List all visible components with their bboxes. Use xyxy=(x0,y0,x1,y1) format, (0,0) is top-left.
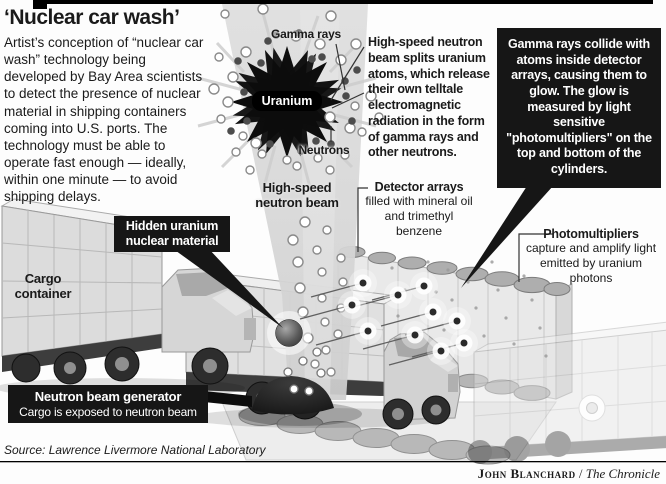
top-bar xyxy=(33,0,653,9)
credit-line: John Blanchard / The Chronicle xyxy=(478,466,660,482)
credit-publication: The Chronicle xyxy=(585,466,660,481)
hidden-uranium-callout-tail xyxy=(172,248,283,328)
photomultipliers-body: capture and amplify light emitted by ura… xyxy=(525,241,657,285)
generator-body: Cargo is exposed to neutron beam xyxy=(19,404,197,419)
neutron-generator-dome xyxy=(204,347,362,426)
page-title: ‘Nuclear car wash’ xyxy=(4,6,180,29)
credit-separator: / xyxy=(578,466,583,481)
right-truck xyxy=(468,321,666,464)
gamma-streaks xyxy=(299,269,478,366)
speech-callout-tail xyxy=(461,186,553,288)
credit-name: John Blanchard xyxy=(477,466,576,481)
beam-label: High-speed neutron beam xyxy=(255,180,339,210)
detector-arrays-callout: Detector arrays filled with mineral oil … xyxy=(362,180,476,239)
generator-title: Neutron beam generator xyxy=(34,389,182,404)
wall-speckles xyxy=(390,260,548,358)
hidden-uranium-callout: Hidden uranium nuclear material xyxy=(114,216,230,252)
uranium-sphere xyxy=(267,311,311,355)
cargo-container-label: Cargo container xyxy=(14,271,72,301)
intro-text: Artist’s conception of “nuclear car wash… xyxy=(4,35,204,205)
gamma-rays-label: Gamma rays xyxy=(270,27,342,41)
beam-splits-callout: High-speed neutron beam splits uranium a… xyxy=(368,35,490,160)
gamma-collide-callout: Gamma rays collide with atoms inside det… xyxy=(497,28,661,188)
source-line: Source: Lawrence Livermore National Labo… xyxy=(4,443,266,457)
detector-arrays-title: Detector arrays xyxy=(374,180,464,194)
photomultipliers-title: Photomultipliers xyxy=(543,227,639,241)
detector-arrays-body: filled with mineral oil and trimethyl be… xyxy=(365,194,473,238)
photomultipliers-callout: Photomultipliers capture and amplify lig… xyxy=(522,227,660,286)
neutron-dots xyxy=(208,3,384,377)
uranium-label: Uranium xyxy=(252,91,322,111)
connector-lines xyxy=(330,43,553,282)
generator-callout: Neutron beam generator Cargo is exposed … xyxy=(8,385,208,423)
footer-rule xyxy=(0,461,666,463)
neutrons-label: Neutrons xyxy=(298,143,350,157)
